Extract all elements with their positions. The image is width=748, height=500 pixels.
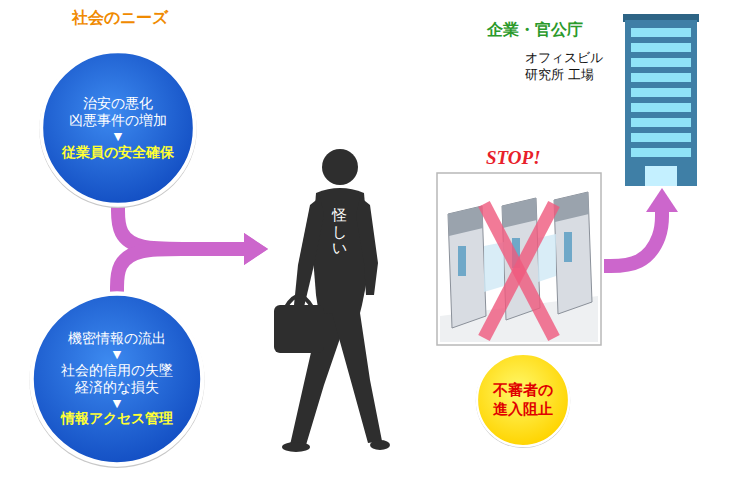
section-heading: 社会のニーズ [72, 8, 168, 29]
node-text: 不審者の 進入阻止 [493, 381, 553, 419]
text-stack: 不審者の 進入阻止 [493, 381, 553, 419]
node-text: ▼ [113, 397, 121, 411]
node-text: 情報アクセス管理 [61, 410, 173, 428]
need-circle: 機密情報の流出▼社会的信用の失墜 経済的な損失▼情報アクセス管理 [28, 290, 206, 468]
node-text: 機密情報の流出 [68, 330, 166, 348]
result-circle: 不審者の 進入阻止 [475, 352, 571, 448]
node-text: ▼ [114, 130, 122, 144]
text-stack: 治安の悪化 凶悪事件の増加▼従業員の安全確保 [62, 95, 174, 161]
node-text: 企業・官公庁 [487, 20, 583, 41]
node-text: オフィスビル 研究所 工場 [525, 50, 603, 84]
gate-figure [436, 146, 602, 346]
text-stack: 機密情報の流出▼社会的信用の失墜 経済的な損失▼情報アクセス管理 [61, 330, 173, 428]
node-text: 従業員の安全確保 [62, 144, 174, 162]
flow-arrow [117, 249, 244, 292]
need-circle: 治安の悪化 凶悪事件の増加▼従業員の安全確保 [38, 48, 198, 208]
security-gate: STOP! [436, 146, 602, 346]
node-text: 社会的信用の失墜 経済的な損失 [61, 362, 173, 397]
person-figure [270, 145, 390, 460]
suspicious-person: 怪しい [270, 145, 390, 460]
node-text: 怪しい [332, 207, 347, 257]
node-text: 治安の悪化 凶悪事件の増加 [69, 95, 167, 130]
flow-arrow [604, 212, 662, 266]
node-text: ▼ [113, 348, 121, 362]
node-text: STOP! [486, 146, 541, 171]
